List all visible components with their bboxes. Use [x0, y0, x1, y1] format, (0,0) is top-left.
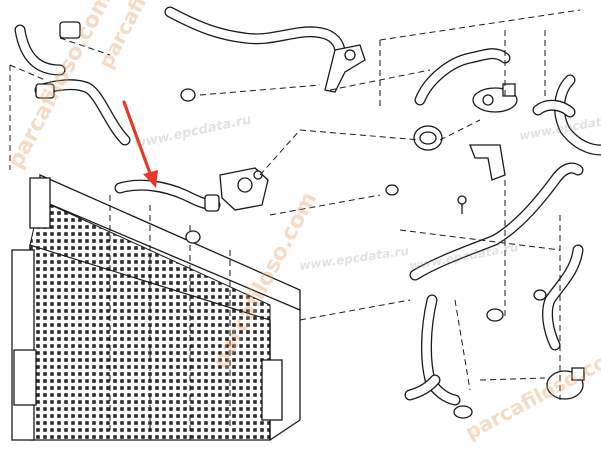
long-right-hose — [409, 162, 584, 281]
top-center-hose — [164, 6, 346, 56]
indicator-arrow — [122, 100, 158, 188]
far-right-hose — [532, 74, 601, 156]
watermark-text: www.epcdata.ru — [133, 112, 253, 152]
lower-center-hose — [404, 294, 461, 406]
radiator-dashed-guides — [109, 195, 231, 440]
bolt — [457, 195, 467, 214]
watermark-text: www.epcdata.ru — [408, 240, 520, 273]
upper-right-hose — [414, 48, 511, 106]
lower-right-hose — [542, 244, 584, 351]
y-connector — [324, 44, 366, 93]
electric-pump-bottom — [546, 367, 585, 400]
thermostat-housing — [219, 167, 269, 211]
clamp-large — [413, 125, 443, 151]
indicated-radiator-hose — [114, 179, 221, 212]
upper-left-hose — [14, 21, 131, 146]
watermark-text: www.epcdata.ru — [298, 244, 410, 273]
clamp-small — [180, 88, 547, 419]
bracket — [469, 144, 506, 181]
electric-pump-top — [472, 83, 518, 113]
leader-lines — [9, 9, 581, 400]
